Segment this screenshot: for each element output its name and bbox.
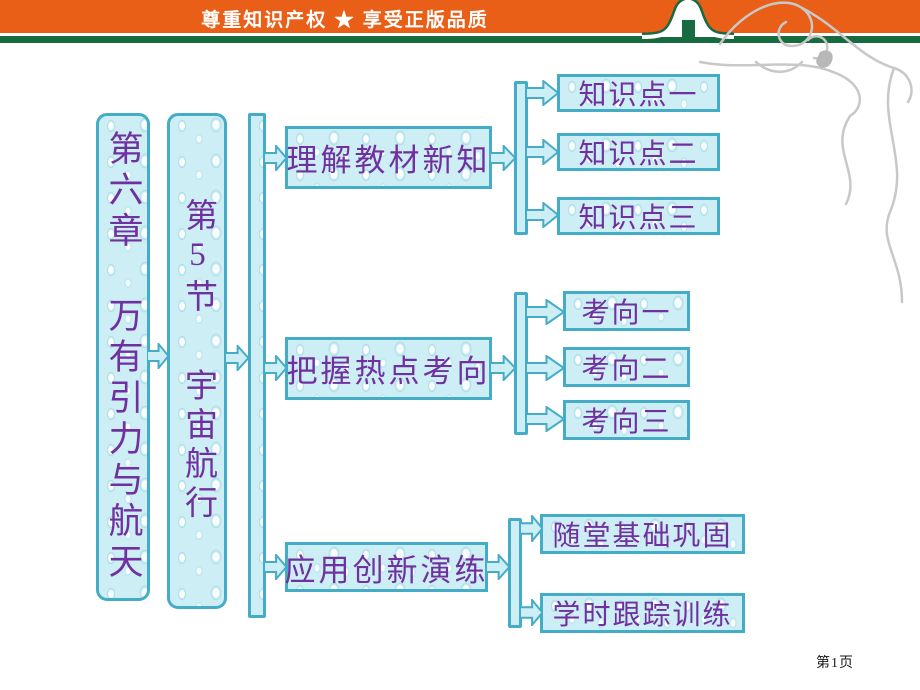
leaf-label: 考向二 [581,354,672,385]
leaf-label: 知识点一 [578,80,699,111]
leaf-label: 学时跟踪训练 [552,600,733,631]
flow-arrow-icon [526,355,565,381]
flow-arrow-icon [526,299,565,325]
leaf-label: 知识点三 [578,203,699,234]
branch-title-box-2: 把握热点考向 [285,337,492,400]
leaf-box-practice-1: 随堂基础巩固 [540,514,745,554]
flow-arrow-icon [526,202,559,228]
leaf-label: 随堂基础巩固 [552,521,733,552]
branch-title-box-3: 应用创新演练 [285,542,488,592]
leaf-box-knowledge-3: 知识点三 [557,197,720,235]
sub-spine-bar-3 [508,518,522,628]
chapter-box: 第六章 万有引力与航天 [96,113,150,601]
flow-arrow-icon [264,145,287,171]
chapter-title: 万有引力与航天 [103,297,143,584]
leaf-box-knowledge-2: 知识点二 [557,133,720,171]
branch-title-3: 应用创新演练 [284,552,489,588]
leaf-box-direction-2: 考向二 [563,347,690,387]
banner-green-strip [0,36,920,43]
flow-arrow-icon [147,343,169,369]
chapter-label: 第六章 [103,130,143,253]
main-spine-bar [248,113,266,618]
section-label: 第5节 [179,198,216,318]
leaf-box-direction-1: 考向一 [563,291,690,331]
flow-arrow-icon [486,554,510,580]
section-box: 第5节 宇宙航行 [167,113,227,609]
branch-title-box-1: 理解教材新知 [285,126,492,189]
banner-divider [0,33,920,36]
flow-arrow-icon [490,145,516,171]
publisher-logo-icon [642,0,734,42]
branch-title-1: 理解教材新知 [286,143,491,178]
flow-arrow-icon [264,554,287,580]
flow-arrow-icon [264,355,287,381]
page-number: 第1页 [816,656,854,671]
branch-title-2: 把握热点考向 [286,354,491,389]
leaf-box-practice-2: 学时跟踪训练 [540,593,745,633]
flow-arrow-icon [490,355,516,381]
leaf-label: 知识点二 [578,139,699,170]
flow-arrow-icon [526,406,565,432]
leaf-label: 考向三 [581,407,672,438]
flow-arrow-icon [526,139,559,165]
section-title: 宇宙航行 [179,368,216,524]
flow-arrow-icon [520,599,543,626]
leaf-box-direction-3: 考向三 [563,400,690,440]
flow-arrow-icon [520,515,543,542]
banner-slogan: 尊重知识产权 ★ 享受正版品质 [201,10,489,31]
flow-arrow-icon [526,80,559,106]
flow-arrow-icon [225,345,249,371]
leaf-box-knowledge-1: 知识点一 [557,74,720,112]
leaf-label: 考向一 [581,298,672,329]
